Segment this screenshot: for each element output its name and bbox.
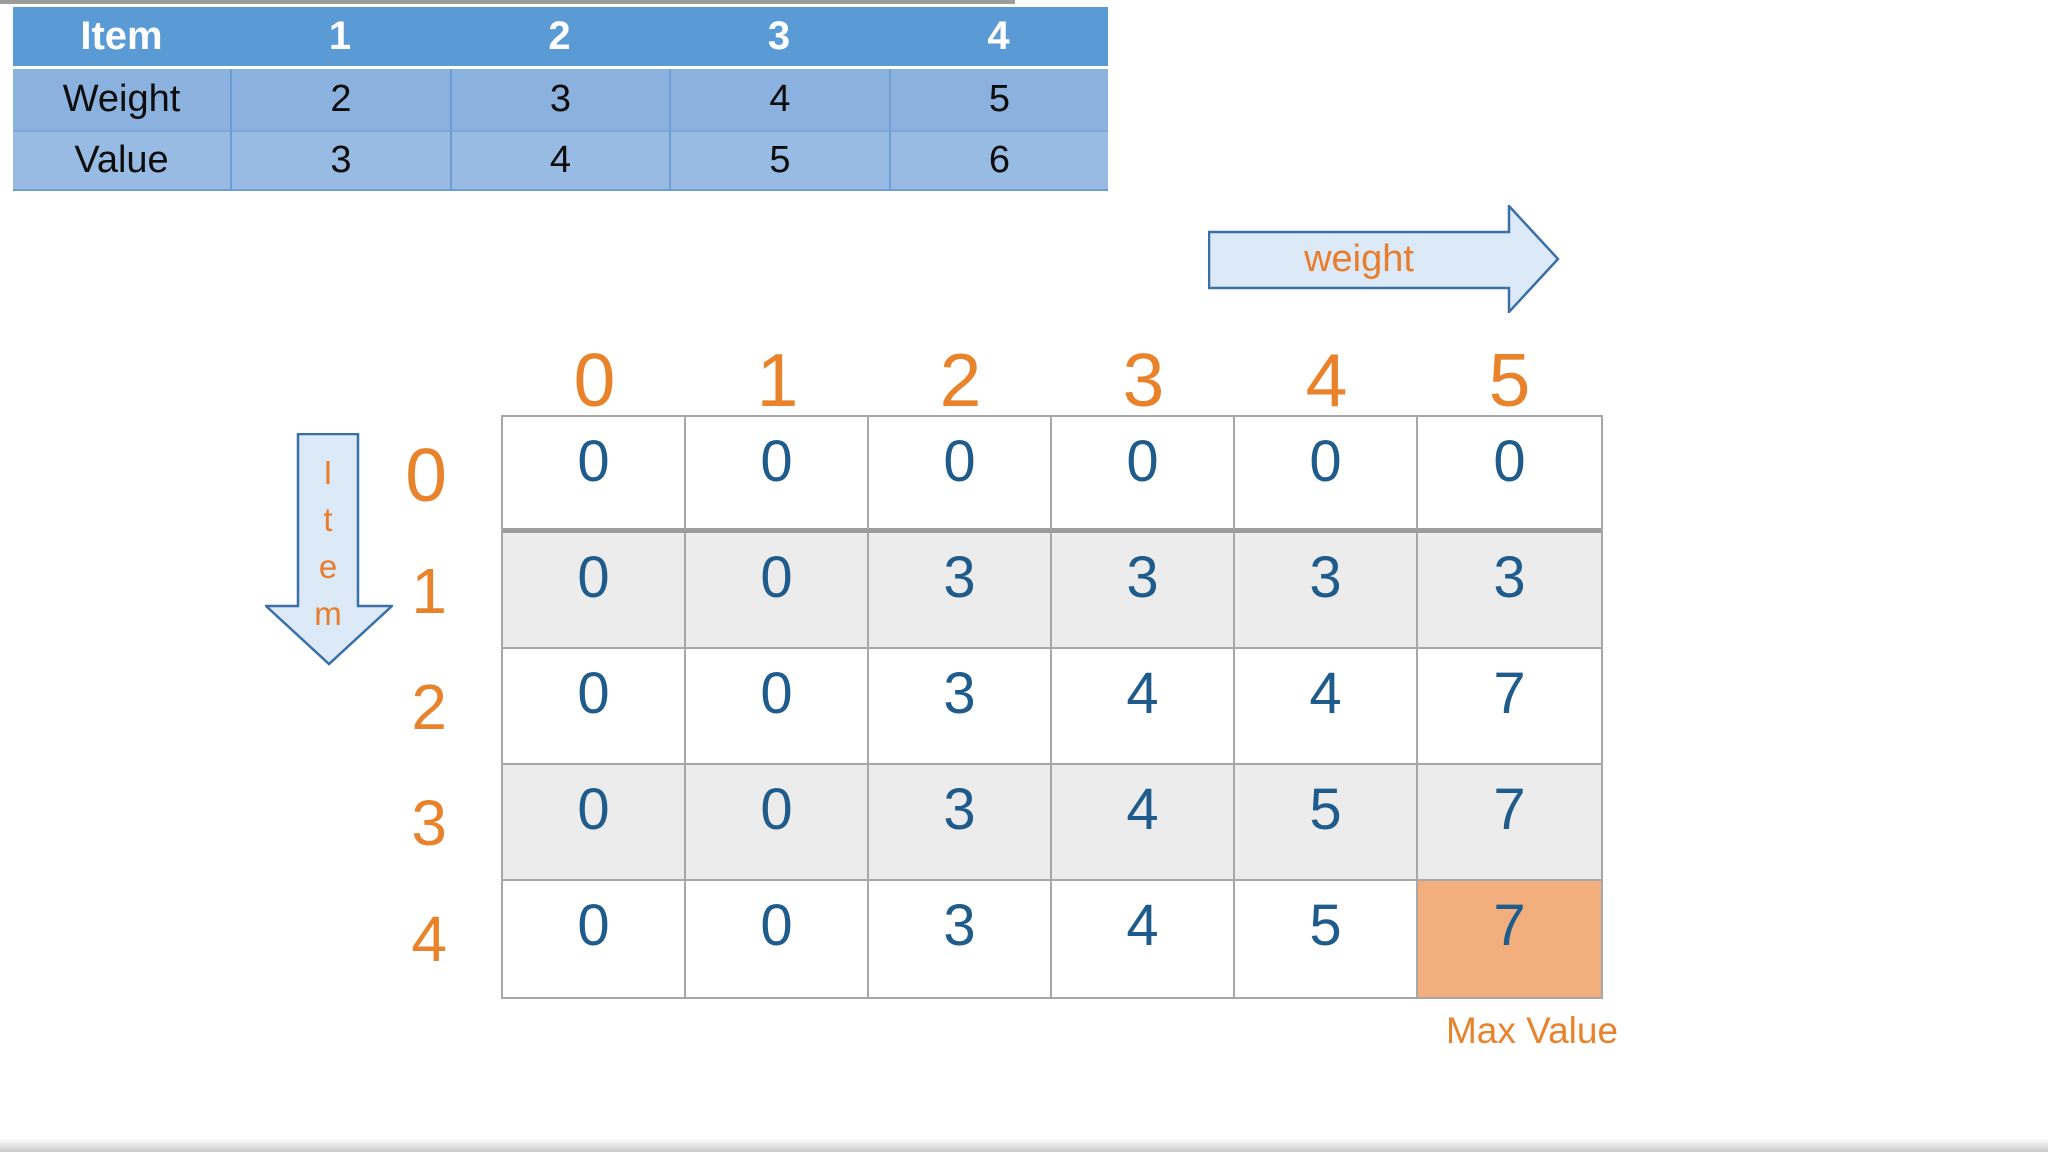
dp-cell-r2-c0: 0: [503, 649, 686, 765]
value-row-label: Value: [13, 130, 230, 191]
frame-edge-bottom: [0, 1138, 2048, 1152]
dp-cell-r3-c2: 3: [869, 765, 1052, 881]
dp-cell-r2-c1: 0: [686, 649, 869, 765]
dp-cell-r3-c3: 4: [1052, 765, 1235, 881]
dp-cell-r4-c4: 5: [1235, 881, 1418, 997]
items-table-header-3: 3: [669, 7, 889, 69]
weight-item4: 5: [889, 69, 1108, 130]
item-axis-letter: t: [323, 501, 333, 538]
weight-axis-arrow: weight: [1208, 205, 1560, 313]
max-value-label: Max Value: [1445, 1010, 1619, 1051]
dp-row-header-1: 1: [411, 555, 447, 627]
dp-cell-r1-c4: 3: [1235, 533, 1418, 649]
frame-edge-top: [0, 0, 1015, 4]
dp-cell-r3-c4: 5: [1235, 765, 1418, 881]
weight-row-label: Weight: [13, 69, 230, 130]
weight-axis-label: weight: [1304, 237, 1414, 280]
weight-item2: 3: [450, 69, 669, 130]
item-axis-letter: I: [323, 454, 333, 491]
dp-row-header-4: 4: [411, 903, 447, 975]
dp-cell-r0-c3: 0: [1052, 417, 1235, 533]
dp-cell-r0-c1: 0: [686, 417, 869, 533]
value-item1: 3: [230, 130, 450, 191]
right-arrow-icon: [1208, 205, 1560, 313]
dp-col-header-0: 0: [573, 338, 616, 422]
dp-cell-r1-c3: 3: [1052, 533, 1235, 649]
value-item3: 5: [669, 130, 889, 191]
weight-item3: 4: [669, 69, 889, 130]
items-table-header-item: Item: [13, 7, 230, 69]
items-table-header-2: 2: [450, 7, 669, 69]
dp-col-header-1: 1: [756, 338, 799, 422]
dp-cell-r2-c3: 4: [1052, 649, 1235, 765]
dp-cell-r4-c3: 4: [1052, 881, 1235, 997]
value-item4: 6: [889, 130, 1108, 191]
dp-cell-r4-c1: 0: [686, 881, 869, 997]
value-item2: 4: [450, 130, 669, 191]
dp-row-headers: 0 1 2 3 4: [320, 417, 455, 997]
items-table: Item 1 2 3 4 Weight 2 3 4 5 Value 3 4 5 …: [13, 7, 1108, 191]
dp-column-headers: 0 1 2 3 4 5: [503, 335, 1601, 425]
dp-cell-r2-c5: 7: [1418, 649, 1601, 765]
dp-row-header-2: 2: [411, 671, 447, 743]
item-axis-label: I t e m: [297, 449, 359, 637]
item-axis-letter: e: [318, 548, 338, 585]
dp-cell-r0-c4: 0: [1235, 417, 1418, 533]
dp-grid: 0 0 0 0 0 0 0 0 3 3 3 3 0 0 3 4 4 7 0 0 …: [501, 415, 1603, 999]
dp-cell-r2-c2: 3: [869, 649, 1052, 765]
dp-cell-r3-c5: 7: [1418, 765, 1601, 881]
dp-cell-r2-c4: 4: [1235, 649, 1418, 765]
dp-cell-r4-c0: 0: [503, 881, 686, 997]
dp-cell-r3-c0: 0: [503, 765, 686, 881]
items-table-header-1: 1: [230, 7, 450, 69]
dp-cell-r0-c2: 0: [869, 417, 1052, 533]
dp-row-header-3: 3: [411, 787, 447, 859]
dp-col-header-3: 3: [1122, 338, 1165, 422]
dp-col-header-4: 4: [1305, 338, 1348, 422]
dp-cell-r1-c2: 3: [869, 533, 1052, 649]
dp-row-header-0: 0: [405, 433, 447, 517]
dp-cell-r1-c0: 0: [503, 533, 686, 649]
dp-cell-r0-c0: 0: [503, 417, 686, 533]
dp-col-header-5: 5: [1488, 338, 1531, 422]
dp-cell-r0-c5: 0: [1418, 417, 1601, 533]
dp-cell-r1-c1: 0: [686, 533, 869, 649]
weight-item1: 2: [230, 69, 450, 130]
item-axis-arrow: I t e m: [265, 433, 393, 666]
dp-cell-max-value: 7: [1418, 881, 1601, 997]
dp-cell-r1-c5: 3: [1418, 533, 1601, 649]
items-table-header-4: 4: [889, 7, 1108, 69]
down-arrow-icon: [265, 433, 393, 666]
dp-col-header-2: 2: [939, 338, 982, 422]
dp-cell-r4-c2: 3: [869, 881, 1052, 997]
dp-cell-r3-c1: 0: [686, 765, 869, 881]
item-axis-letter: m: [314, 595, 342, 632]
